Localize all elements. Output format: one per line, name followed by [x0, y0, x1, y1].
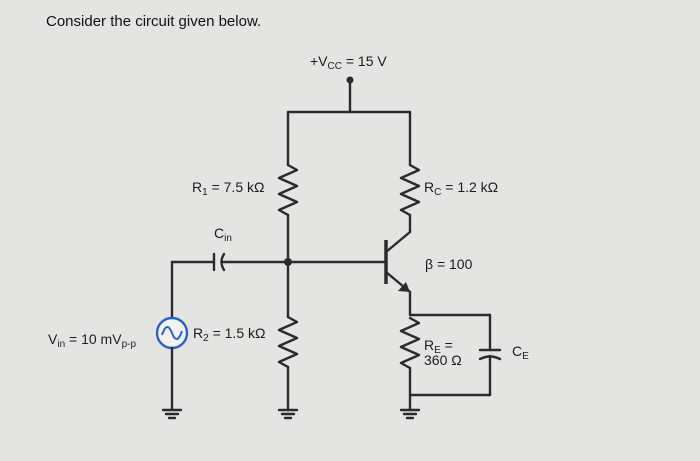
- re-label: RE = 360 Ω: [424, 337, 462, 368]
- re-resistor: [399, 316, 421, 370]
- cin-label: Cin: [214, 225, 232, 244]
- r2-label: R2 = 1.5 kΩ: [193, 325, 265, 344]
- vin-label: Vin = 10 mVp-p: [48, 331, 136, 350]
- vcc-terminal: [346, 76, 354, 114]
- ac-source-icon: [155, 316, 189, 350]
- beta-label: β = 100: [425, 256, 473, 272]
- cin-capacitor: [212, 252, 226, 272]
- ground-symbol-r2: [277, 408, 299, 420]
- ce-capacitor: [478, 348, 502, 361]
- rc-resistor: [399, 163, 421, 217]
- r2-resistor: [277, 315, 299, 369]
- ce-label: CE: [512, 343, 529, 362]
- r1-resistor: [277, 163, 299, 217]
- problem-prompt: Consider the circuit given below.: [46, 13, 261, 30]
- ground-symbol-source: [161, 408, 183, 420]
- rc-label: RC = 1.2 kΩ: [424, 179, 498, 198]
- ground-symbol-re: [399, 408, 421, 420]
- vcc-label: +VCC = 15 V: [310, 53, 387, 72]
- vcc-rail: [286, 110, 412, 167]
- r1-label: R1 = 7.5 kΩ: [192, 179, 264, 198]
- npn-transistor: [384, 230, 412, 294]
